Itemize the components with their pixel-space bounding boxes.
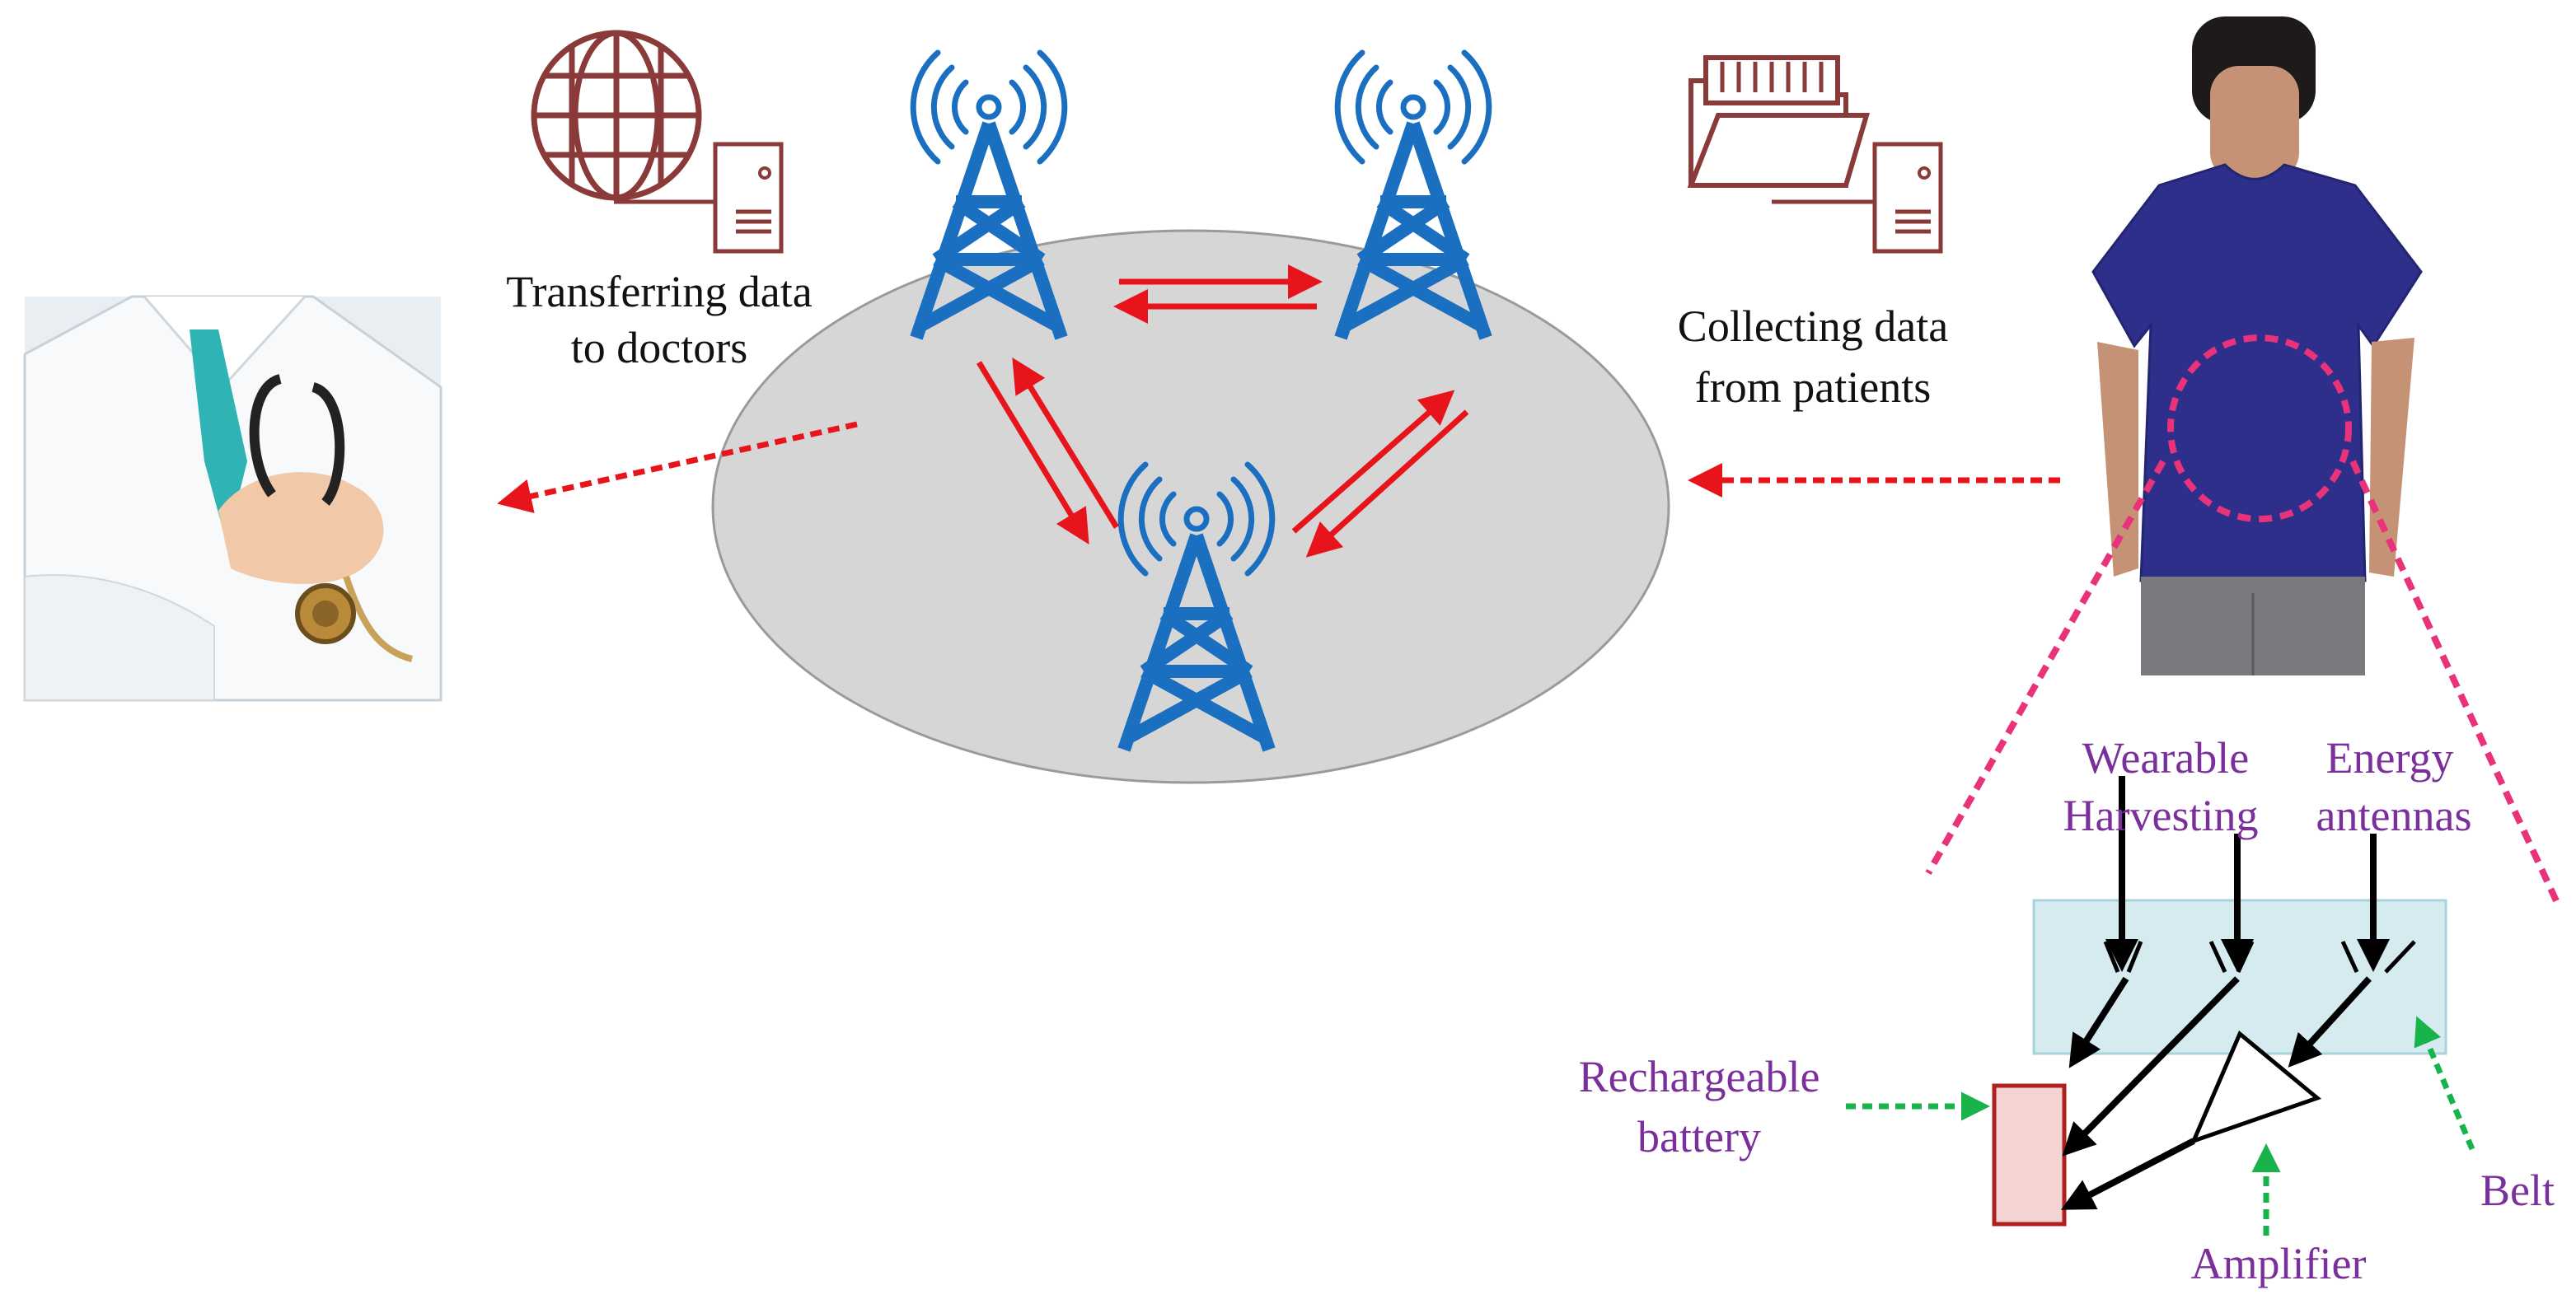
collect-label-line1: Collecting data (1678, 301, 1948, 351)
cell-tower-icon (913, 53, 1065, 338)
annotation-arrows (1846, 1016, 2475, 1236)
tower-links (977, 264, 1469, 558)
amplifier-label: Amplifier (2191, 1239, 2367, 1288)
folder-icon (1687, 55, 1871, 188)
energy-label: Energy (2326, 733, 2454, 783)
rechargeable-label-line1: Rechargeable (1579, 1052, 1820, 1101)
rechargeable-battery (1992, 1083, 2067, 1227)
antenna-feed-arrows (2105, 776, 2390, 972)
amplifier (2190, 1030, 2322, 1145)
transfer-label-line2: to doctors (571, 323, 747, 372)
transfer-label-line1: Transferring data (506, 267, 812, 316)
server-icon (1772, 144, 1941, 251)
cell-tower-icon (1337, 53, 1489, 338)
patient-tshirt-image (2091, 16, 2423, 675)
wearable-label: Wearable (2082, 733, 2250, 783)
rechargeable-label-line2: battery (1637, 1112, 1761, 1161)
server-icon (614, 144, 781, 251)
doctor-image (23, 295, 443, 702)
collect-label-line2: from patients (1695, 362, 1931, 412)
harvesting-label: Harvesting (2063, 791, 2259, 840)
zoom-highlight (1925, 334, 2562, 908)
network-area (711, 229, 1670, 784)
antennas-label: antennas (2316, 791, 2472, 840)
data-flow-arrows (497, 421, 2060, 513)
belt-label: Belt (2480, 1166, 2555, 1215)
globe-icon (531, 30, 702, 201)
power-feed-arrows (2060, 976, 2372, 1210)
